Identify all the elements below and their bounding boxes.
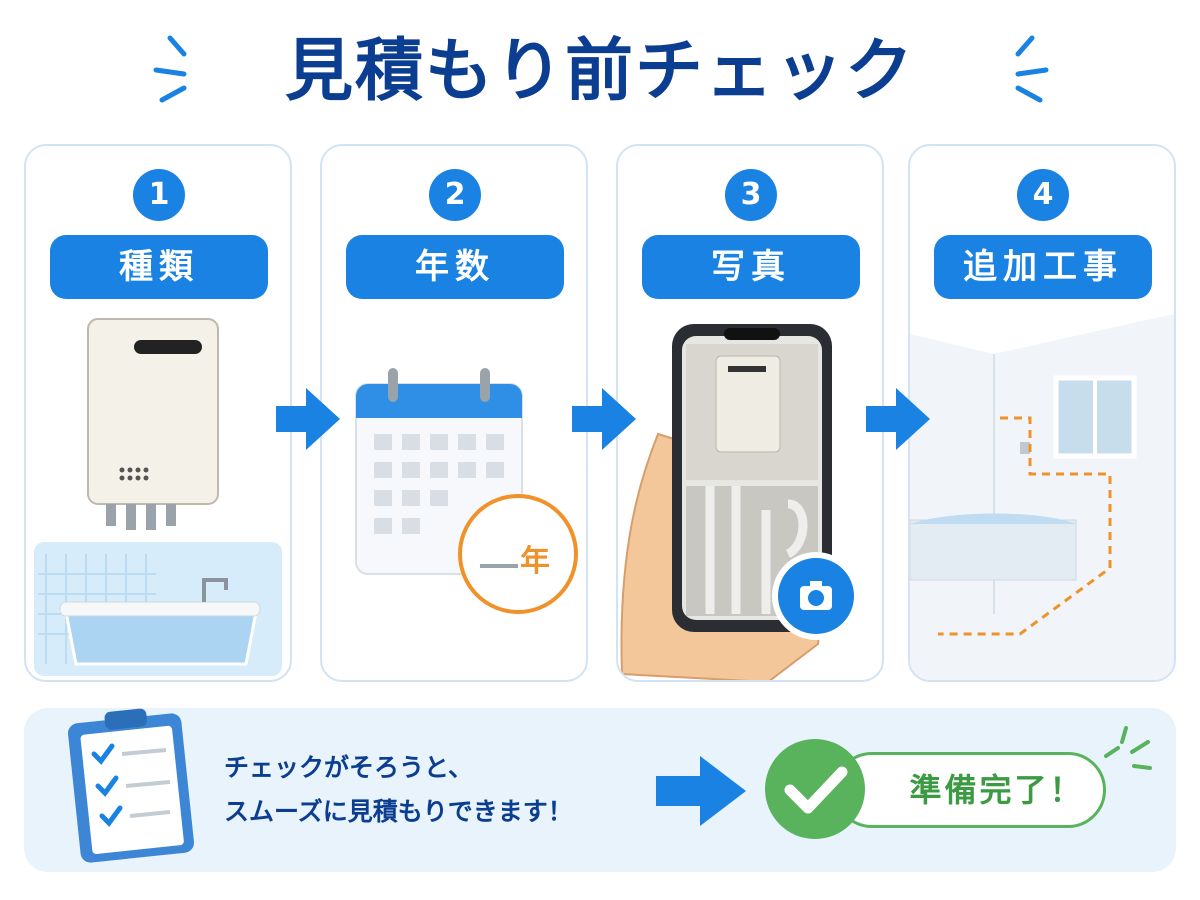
step-card-additional-work: 4 追加工事 <box>908 144 1176 682</box>
arrow-right-icon <box>866 388 930 450</box>
ready-label: 準備完了！ <box>909 771 1085 809</box>
summary-banner: チェックがそろうと、 スムーズに見積もりできます！ 準備完了！ <box>24 708 1176 872</box>
sparkle-left-icon <box>153 35 187 103</box>
checkmark-icon <box>765 739 865 839</box>
step-label-type: 種類 <box>50 235 268 299</box>
ready-badge: 準備完了！ <box>834 752 1106 828</box>
calendar-icon <box>355 368 578 614</box>
calendar-year-suffix: 年 <box>520 544 550 579</box>
smartphone-photo-icon <box>620 324 860 680</box>
step-card-years: 2 年数 年 <box>320 144 588 682</box>
water-heater-bathtub-icon <box>34 318 282 676</box>
bathroom-plumbing-icon <box>910 314 1174 680</box>
step-label-additional-work: 追加工事 <box>934 235 1152 299</box>
clipboard-checklist-icon <box>67 708 195 863</box>
step-number: 1 <box>133 169 185 221</box>
summary-message: チェックがそろうと、 スムーズに見積もりできます！ <box>224 746 654 834</box>
step-number: 4 <box>1017 169 1069 221</box>
summary-message-line1: チェックがそろうと、 <box>224 753 474 782</box>
step-number: 2 <box>429 169 481 221</box>
arrow-right-icon <box>656 756 746 826</box>
sparkle-icon <box>1104 726 1152 770</box>
arrow-right-icon <box>572 388 636 450</box>
step-label-years: 年数 <box>346 235 564 299</box>
summary-message-line2: スムーズに見積もりできます！ <box>224 797 573 826</box>
step-card-type: 1 種類 <box>24 144 292 682</box>
step-label-photo: 写真 <box>642 235 860 299</box>
arrow-right-icon <box>276 388 340 450</box>
step-card-photo: 3 写真 <box>616 144 884 682</box>
page-title: 見積もり前チェック <box>284 32 915 111</box>
sparkle-right-icon <box>1015 35 1049 103</box>
step-number: 3 <box>725 169 777 221</box>
